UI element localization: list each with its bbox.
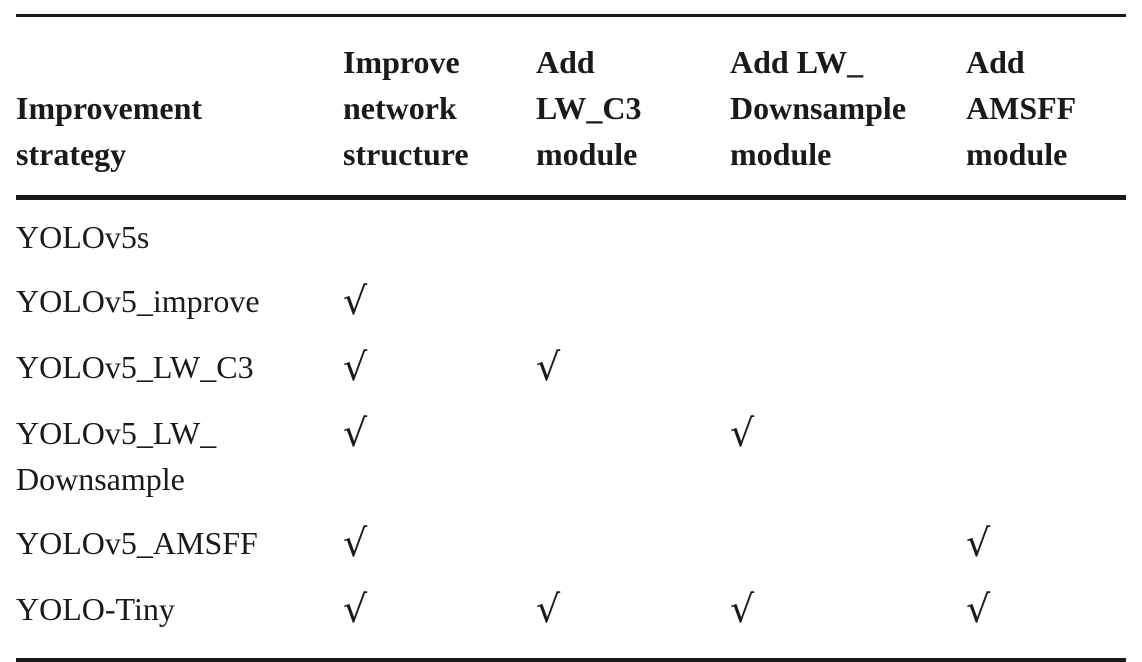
header-text-line: Add LW_ <box>730 44 864 80</box>
checkmark-icon: √ <box>536 345 561 389</box>
check-cell <box>536 266 730 332</box>
checkmark-icon: √ <box>343 587 368 631</box>
check-cell <box>343 198 536 267</box>
header-text-line: module <box>536 136 638 172</box>
row-label-line: YOLO-Tiny <box>16 591 175 627</box>
check-cell <box>536 398 730 508</box>
header-text-line: network <box>343 90 457 126</box>
check-cell <box>730 266 966 332</box>
row-label-line: YOLOv5_LW_C3 <box>16 349 254 385</box>
header-text-line: LW_C3 <box>536 90 642 126</box>
header-text-line: AMSFF <box>966 90 1077 126</box>
row-label: YOLO-Tiny <box>16 574 343 660</box>
row-label-line: YOLOv5_improve <box>16 283 260 319</box>
table-row: YOLOv5_improve √ <box>16 266 1126 332</box>
header-text-line: Add <box>536 44 595 80</box>
improvement-strategy-table: Improvement strategy Improve network structu… <box>16 14 1126 662</box>
header-text-line: Add <box>966 44 1025 80</box>
header-text-line: module <box>966 136 1068 172</box>
header-text-line: Improvement <box>16 90 203 126</box>
check-cell <box>966 198 1126 267</box>
checkmark-icon: √ <box>730 411 755 455</box>
check-cell: √ <box>536 574 730 660</box>
checkmark-icon: √ <box>966 521 991 565</box>
comparison-table-container: Improvement strategy Improve network structu… <box>16 14 1126 662</box>
check-cell: √ <box>343 266 536 332</box>
check-cell: √ <box>536 332 730 398</box>
header-text-line: strategy <box>16 136 127 172</box>
table-row: YOLO-Tiny √ √ √ √ <box>16 574 1126 660</box>
header-text-line: structure <box>343 136 469 172</box>
table-row: YOLOv5_LW_C3 √ √ <box>16 332 1126 398</box>
checkmark-icon: √ <box>343 345 368 389</box>
checkmark-icon: √ <box>536 587 561 631</box>
row-label: YOLOv5_LW_C3 <box>16 332 343 398</box>
check-cell: √ <box>966 574 1126 660</box>
checkmark-icon: √ <box>730 587 755 631</box>
header-row: Improvement strategy Improve network structu… <box>16 15 1126 198</box>
check-cell: √ <box>343 398 536 508</box>
row-label-line: Downsample <box>16 461 185 497</box>
checkmark-icon: √ <box>966 587 991 631</box>
check-cell: √ <box>343 332 536 398</box>
check-cell: √ <box>966 508 1126 574</box>
check-cell <box>730 198 966 267</box>
check-cell <box>966 266 1126 332</box>
table-row: YOLOv5_LW_ Downsample √ √ <box>16 398 1126 508</box>
check-cell <box>730 508 966 574</box>
checkmark-icon: √ <box>343 411 368 455</box>
table-header: Improvement strategy Improve network structu… <box>16 15 1126 198</box>
check-cell: √ <box>730 574 966 660</box>
row-label-line: YOLOv5_LW_ <box>16 415 217 451</box>
row-label: YOLOv5_AMSFF <box>16 508 343 574</box>
row-label: YOLOv5_LW_ Downsample <box>16 398 343 508</box>
header-improvement-strategy: Improvement strategy <box>16 16 343 198</box>
check-cell <box>536 198 730 267</box>
table-row: YOLOv5s <box>16 198 1126 267</box>
check-cell: √ <box>343 574 536 660</box>
header-text-line: Downsample <box>730 90 907 126</box>
check-cell: √ <box>343 508 536 574</box>
header-improve-network-structure: Improve network structure <box>343 16 536 198</box>
header-text-line: module <box>730 136 832 172</box>
checkmark-icon: √ <box>343 521 368 565</box>
checkmark-icon: √ <box>343 279 368 323</box>
header-text-line: Improve <box>343 44 460 80</box>
row-label: YOLOv5s <box>16 198 343 267</box>
check-cell <box>966 398 1126 508</box>
table-row: YOLOv5_AMSFF √ √ <box>16 508 1126 574</box>
row-label-line: YOLOv5s <box>16 219 150 255</box>
check-cell: √ <box>730 398 966 508</box>
row-label: YOLOv5_improve <box>16 266 343 332</box>
check-cell <box>536 508 730 574</box>
check-cell <box>966 332 1126 398</box>
check-cell <box>730 332 966 398</box>
header-add-lw-downsample-module: Add LW_ Downsample module <box>730 16 966 198</box>
row-label-line: YOLOv5_AMSFF <box>16 525 258 561</box>
